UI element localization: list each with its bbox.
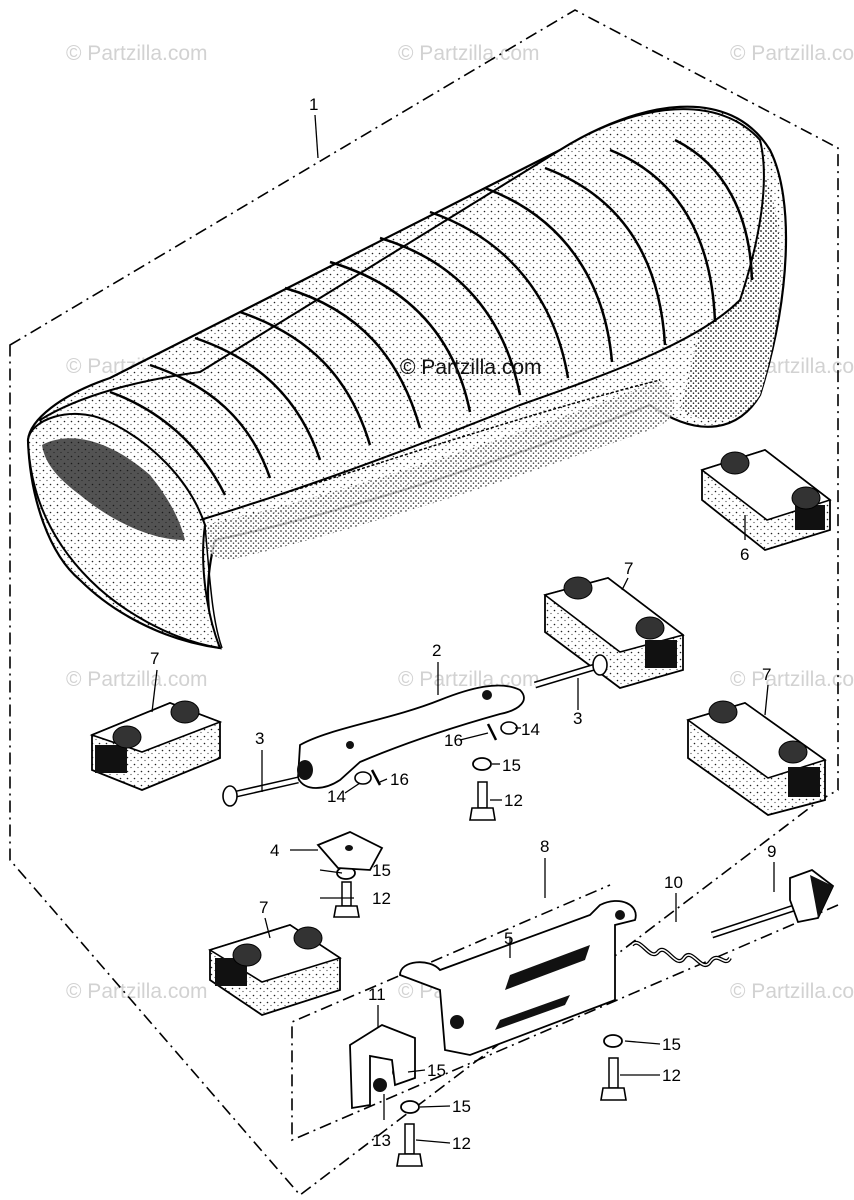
watermark-text: © Partzilla.com [66, 42, 208, 65]
callout-15: 15 [372, 861, 391, 880]
watermark-text: © Partzilla.com [730, 980, 854, 1003]
callout-7: 7 [762, 665, 771, 684]
callout-6: 6 [740, 545, 749, 564]
callout-7: 7 [259, 898, 268, 917]
hex-bolt-icon [333, 781, 627, 1167]
callout-13: 13 [372, 1131, 391, 1150]
seat-icon [26, 105, 788, 650]
rubber-damper-icon [700, 448, 832, 551]
washer-icon [354, 721, 518, 785]
callout-3: 3 [573, 709, 582, 728]
rubber-damper-icon [208, 924, 342, 1016]
watermark-text: © Partzilla.com [398, 42, 540, 65]
seat-bracket-icon [297, 684, 525, 789]
callout-14: 14 [327, 787, 346, 806]
callout-15: 15 [662, 1035, 681, 1054]
callout-1: 1 [309, 95, 318, 114]
callout-9: 9 [767, 842, 776, 861]
pivot-pin-icon [533, 654, 608, 689]
callout-5: 5 [504, 929, 513, 948]
coil-spring-icon [630, 940, 732, 967]
callout-15: 15 [502, 756, 521, 775]
center-watermark: © Partzilla.com [400, 356, 542, 379]
watermark-text: © Partzilla.com [66, 980, 208, 1003]
rubber-damper-icon [543, 576, 685, 689]
callout-15: 15 [452, 1097, 471, 1116]
callout-4: 4 [270, 841, 279, 860]
callout-15: 15 [427, 1061, 446, 1080]
rubber-damper-icon [686, 700, 827, 816]
callout-2: 2 [432, 641, 441, 660]
subassembly-boundary [291, 884, 839, 1142]
callout-12: 12 [662, 1066, 681, 1085]
callout-3: 3 [255, 729, 264, 748]
clip-pin-icon [370, 723, 498, 786]
assembly-boundary [9, 9, 839, 1197]
mounting-plate-icon [316, 831, 384, 871]
callout-10: 10 [664, 873, 683, 892]
pivot-pin-icon [222, 776, 299, 807]
latch-rod-icon [710, 868, 835, 939]
callout-12: 12 [452, 1134, 471, 1153]
callout-8: 8 [540, 837, 549, 856]
callout-11: 11 [368, 985, 386, 1004]
latch-catch-icon [349, 1023, 416, 1110]
latch-bracket-icon [399, 900, 637, 1056]
watermark-text: © Partzilla.com [66, 668, 208, 691]
callout-16: 16 [444, 731, 463, 750]
callout-14: 14 [521, 720, 540, 739]
watermark-text: © Partzilla.com [730, 668, 854, 691]
callout-16: 16 [390, 770, 409, 789]
leader-lines [151, 114, 775, 1144]
rubber-damper-icon [89, 700, 223, 791]
callout-7: 7 [150, 649, 159, 668]
callout-12: 12 [504, 791, 523, 810]
watermark-text: © Partzilla.com [730, 42, 854, 65]
callout-7: 7 [624, 559, 633, 578]
callout-12: 12 [372, 889, 391, 908]
